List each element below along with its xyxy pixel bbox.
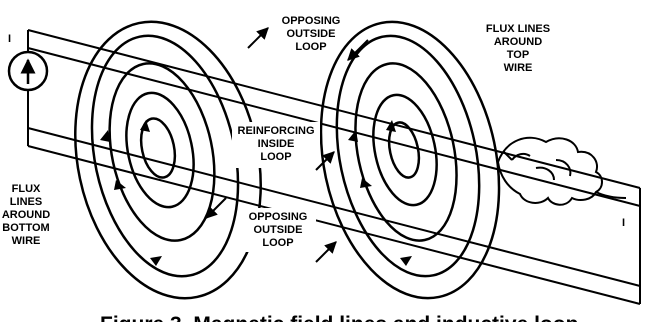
svg-text:LINES: LINES <box>10 196 42 208</box>
left-ring-arrow-3 <box>150 256 162 266</box>
top-wire-lower <box>27 47 641 207</box>
right-ring-arrow-1 <box>386 120 396 132</box>
svg-text:LOOP: LOOP <box>295 41 326 53</box>
svg-text:BOTTOM: BOTTOM <box>2 222 49 234</box>
svg-text:FLUX: FLUX <box>12 183 41 195</box>
right-ring-arrow-4 <box>348 130 358 142</box>
svg-text:INSIDE: INSIDE <box>258 138 295 150</box>
right-ring-arrow-2 <box>360 178 372 188</box>
right-flux-rings <box>319 20 501 300</box>
arrow-down-left-2 <box>205 197 227 219</box>
current-label-left: I <box>8 33 11 45</box>
arrow-up-right-2 <box>315 241 337 263</box>
top-wire-upper <box>27 29 641 189</box>
svg-text:LOOP: LOOP <box>260 151 291 163</box>
left-ring-arrow-4 <box>100 130 110 142</box>
svg-text:OUTSIDE: OUTSIDE <box>287 28 336 40</box>
svg-text:LOOP: LOOP <box>262 237 293 249</box>
svg-text:WIRE: WIRE <box>504 62 533 74</box>
reinforcing-annotation: REINFORCING INSIDE LOOP <box>232 122 335 171</box>
left-ring-arrow-2 <box>114 180 126 190</box>
bottom-wire-lower <box>27 145 641 305</box>
flux-bottom-annotation: FLUX LINES AROUND BOTTOM WIRE <box>0 180 52 256</box>
figure-caption: Figure 3. Magnetic field lines and induc… <box>100 313 578 322</box>
current-label-right: I <box>622 217 625 229</box>
left-flux-rings <box>74 20 262 300</box>
svg-text:AROUND: AROUND <box>494 36 542 48</box>
current-source-icon: I <box>7 30 49 146</box>
right-hand-rule-icon <box>496 136 627 206</box>
svg-text:AROUND: AROUND <box>2 209 50 221</box>
arrow-up-right <box>247 27 269 49</box>
flux-top-annotation: FLUX LINES AROUND TOP WIRE <box>486 23 550 74</box>
right-ring-arrow-3 <box>400 256 412 266</box>
svg-text:WIRE: WIRE <box>12 235 41 247</box>
svg-text:OPPOSING: OPPOSING <box>249 211 308 223</box>
arrow-down-left <box>347 39 369 61</box>
opposing-bottom-annotation: OPPOSING OUTSIDE LOOP <box>205 197 337 263</box>
left-ring-arrow-1 <box>140 120 150 132</box>
arrow-reinforcing <box>315 151 335 171</box>
svg-text:REINFORCING: REINFORCING <box>238 125 315 137</box>
svg-text:TOP: TOP <box>507 49 529 61</box>
opposing-top-annotation: OPPOSING OUTSIDE LOOP <box>247 15 369 61</box>
svg-text:OPPOSING: OPPOSING <box>282 15 341 27</box>
svg-text:FLUX LINES: FLUX LINES <box>486 23 550 35</box>
svg-text:OUTSIDE: OUTSIDE <box>254 224 303 236</box>
